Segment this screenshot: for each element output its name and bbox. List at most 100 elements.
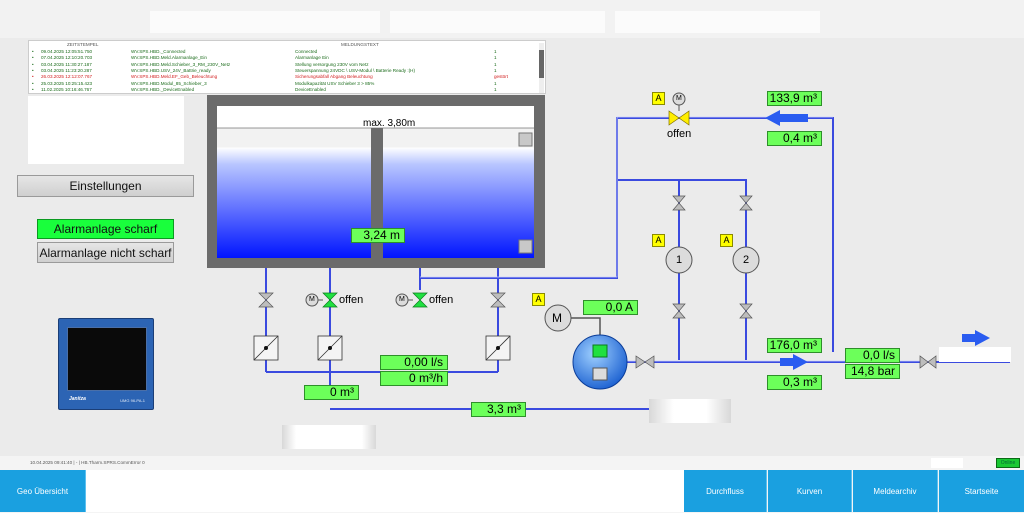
log-header-time: ZEITSTEMPEL	[67, 42, 99, 47]
flow-ls-value: 0,00 l/s	[380, 355, 448, 370]
log-text: Steuerspannung 24VDC \ USV-Modul \ Batte…	[295, 67, 416, 73]
log-time: 26.03.2025 12:12:07.767	[41, 74, 93, 80]
log-time: 09.04.2025 12:05:51.750	[41, 49, 93, 54]
log-value: 1	[494, 55, 497, 61]
pump-1	[665, 246, 693, 274]
log-value: 1	[494, 67, 497, 73]
log-source: WV.SPS.HBD.Meld.Alarmanlage_Ein	[131, 55, 207, 61]
arrow-right-icon	[780, 354, 808, 370]
valve-center	[412, 292, 428, 308]
log-source: WV.SPS.HBD.Meld.Schieber_3_RM_230V_Netz	[131, 61, 231, 67]
log-value: 1	[494, 80, 497, 86]
top-flow-value: 0,4 m³	[767, 131, 822, 146]
log-time: 07.04.2025 12:10:20.703	[41, 55, 93, 61]
nav-curves[interactable]: Kurven	[768, 470, 852, 512]
display-field-left	[282, 425, 376, 449]
log-source: WV.SPS.HBD.USV_24V_Battrie_ready	[131, 67, 211, 73]
log-bullet-icon: •	[32, 80, 34, 86]
log-value: gestört	[494, 74, 509, 80]
log-time: 25.03.2025 10:25:15.423	[41, 80, 93, 86]
tank-level-value: 3,24 m	[351, 228, 405, 243]
log-source: WV.SPS.HBD.Modul_85_Schieber_3	[131, 80, 207, 86]
log-text: Stellung versorgung 230V vom Netz	[295, 61, 369, 67]
top-total-value: 133,9 m³	[767, 91, 822, 106]
alarm-badge-pump2: A	[720, 234, 733, 247]
online-badge: Online	[996, 458, 1020, 468]
output-field	[939, 347, 1011, 362]
log-bullet-icon: •	[32, 74, 34, 80]
nav-spacer	[86, 470, 684, 512]
pump-2	[732, 246, 760, 274]
status-field	[931, 458, 963, 468]
status-line: 10.04.2025 09:41:40 | - | HB.Tharm.SPRS.…	[30, 460, 145, 465]
left-total-value: 0 m³	[304, 385, 359, 400]
valve-center-state: offen	[429, 294, 454, 306]
log-source: WV.SPS.HBD._DeviceEnabled	[131, 86, 195, 92]
out-pressure-value: 14,8 bar	[845, 364, 900, 379]
pump-total-value: 176,0 m³	[767, 338, 822, 353]
nav-home[interactable]: Startseite	[939, 470, 1024, 512]
log-time: 03.04.2025 11:23:20.287	[41, 67, 92, 73]
log-row[interactable]: • 03.04.2025 11:30:27.187 WV.SPS.HBD.Meld.…	[29, 62, 539, 68]
log-source: WV.SPS.HBD.Meld.EF_Geb_Beleuchtung	[131, 74, 218, 80]
log-row[interactable]: • 11.02.2025 10:16:46.767 WV.SPS.HBD._Devi…	[29, 87, 539, 93]
log-header-text: MELDUNGSTEXT	[341, 42, 379, 47]
top-cell-3	[615, 11, 820, 33]
log-text: Alarmanlage Ein	[295, 55, 329, 61]
motor-main-label: M	[552, 311, 562, 325]
nav-archive[interactable]: Meldearchiv	[853, 470, 938, 512]
tank-max-band	[217, 106, 534, 128]
tank-indicator-top	[518, 132, 533, 147]
valve-right	[490, 292, 506, 308]
valve-mid-state: offen	[339, 294, 364, 306]
log-row[interactable]: • 09.04.2025 12:05:51.750 WV.SPS.HBD._Conn…	[29, 49, 539, 55]
power-meter-device[interactable]: Janitza UMG 96-PA-1	[58, 318, 154, 410]
motor-icon-top	[672, 92, 686, 106]
log-text: DeviceEnabled	[295, 86, 326, 92]
valve-top-state: offen	[667, 128, 692, 140]
log-row[interactable]: • 26.03.2025 12:12:07.767 WV.SPS.HBD.Meld.…	[29, 74, 539, 80]
info-panel	[28, 96, 184, 164]
log-value: 1	[494, 61, 497, 67]
alarm-badge-motor: A	[532, 293, 545, 306]
log-row[interactable]: • 03.04.2025 11:23:20.287 WV.SPS.HBD.USV_2…	[29, 68, 539, 74]
top-cell-1	[150, 11, 380, 33]
power-meter-brand: Janitza	[69, 396, 86, 402]
log-bullet-icon: •	[32, 61, 34, 67]
main-pump	[572, 334, 628, 390]
log-text: Sicherungsabfall Abgang Beleuchtung	[295, 74, 373, 80]
motor-label-top: M	[676, 95, 682, 102]
tank-max-label: max. 3,80m	[363, 118, 416, 129]
alarm-badge-pump1: A	[652, 234, 665, 247]
pump-flow-value: 0,3 m³	[767, 375, 822, 390]
log-bullet-icon: •	[32, 67, 34, 73]
log-scroll-thumb[interactable]	[539, 50, 544, 78]
log-bullet-icon: •	[32, 86, 34, 92]
log-text: Modulkapazität USV Schieber 3 > 85%	[295, 80, 375, 86]
settings-button[interactable]: Einstellungen	[17, 175, 194, 197]
alarm-armed-button[interactable]: Alarmanlage scharf	[37, 219, 174, 239]
motor-label-mid: M	[309, 296, 315, 303]
display-field-right	[649, 399, 731, 423]
log-text: Connected	[295, 49, 318, 54]
alarm-disarmed-button[interactable]: Alarmanlage nicht scharf	[37, 242, 174, 263]
log-time: 11.02.2025 10:16:46.767	[41, 86, 92, 92]
log-row[interactable]: • 25.03.2025 10:25:15.423 WV.SPS.HBD.Modul…	[29, 81, 539, 87]
log-bullet-icon: •	[32, 49, 34, 54]
log-value: 1	[494, 86, 497, 92]
motor-label-center: M	[399, 296, 405, 303]
message-log[interactable]: ZEITSTEMPEL MELDUNGSTEXT • 09.04.2025 12:…	[28, 40, 546, 94]
power-meter-screen	[67, 327, 147, 391]
nav-flow[interactable]: Durchfluss	[684, 470, 767, 512]
log-source: WV.SPS.HBD._Connected	[131, 49, 186, 54]
motor-icon-mid	[305, 293, 319, 307]
valve-left	[258, 292, 274, 308]
power-meter-model: UMG 96-PA-1	[120, 398, 145, 403]
tank-indicator-bottom	[518, 239, 533, 254]
pump-2-label: 2	[743, 254, 750, 266]
log-time: 03.04.2025 11:30:27.187	[41, 61, 92, 67]
nav-geo-overview[interactable]: Geo Übersicht	[0, 470, 86, 512]
